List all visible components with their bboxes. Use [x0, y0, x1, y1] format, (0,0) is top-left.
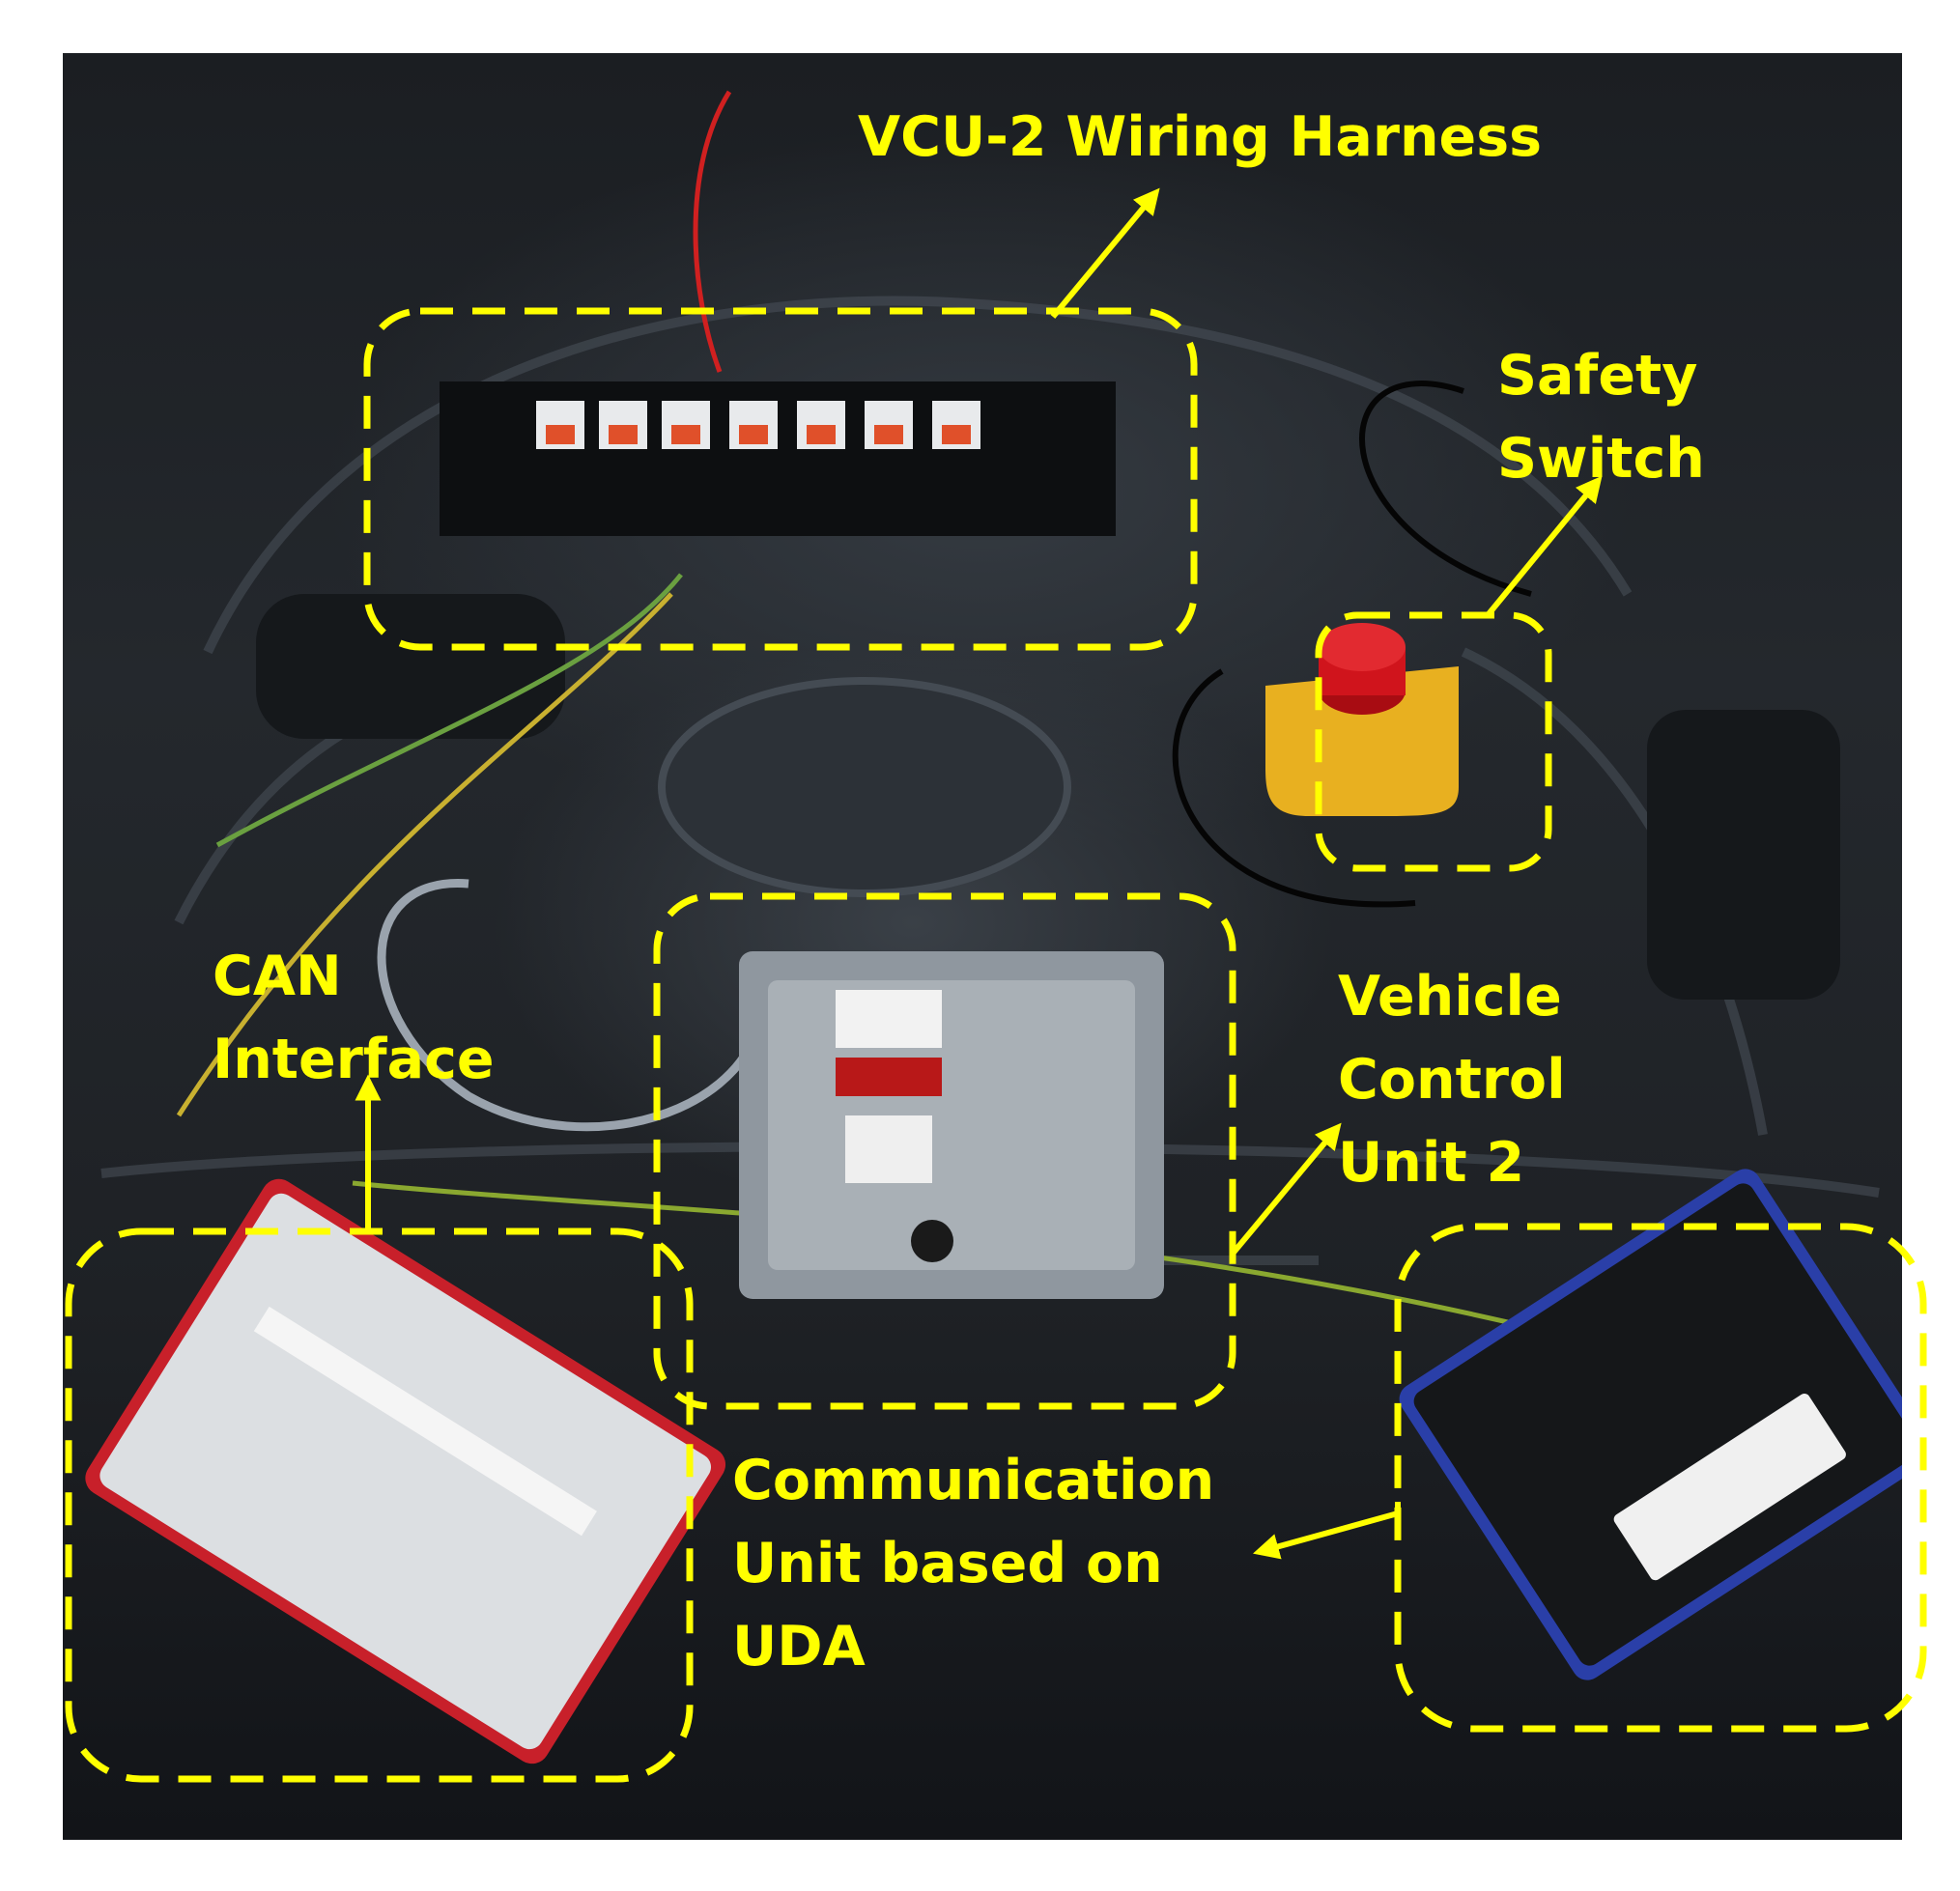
- harness-highlight-box: [363, 307, 1198, 651]
- vehicle-trunk-photo: [63, 53, 1902, 1840]
- uda-device: [1399, 1169, 1902, 1680]
- label-can-interface: CAN Interface: [213, 945, 495, 1091]
- comm-unit-arrow: [1252, 1502, 1401, 1560]
- photo-illustration: [85, 90, 1902, 1764]
- foam-pad-left: [256, 594, 565, 739]
- label-comm-unit: Communication Unit based on UDA: [732, 1449, 1215, 1679]
- foam-pad-right: [1647, 710, 1840, 1000]
- spare-wheel-hub: [658, 677, 1071, 897]
- uda-highlight-box: [1394, 1223, 1927, 1733]
- vcu-highlight-box: [653, 892, 1236, 1410]
- vcu-arrow: [1230, 1122, 1342, 1256]
- vcu-unit-casing: [739, 951, 1164, 1299]
- harness-arrow: [1050, 187, 1160, 319]
- safety-switch-arrow: [1485, 475, 1603, 617]
- safety-switch-device: [1265, 623, 1459, 816]
- can-interface-device: [85, 1178, 726, 1764]
- can-interface-highlight-box: [65, 1228, 694, 1783]
- relay-harness-block: [440, 381, 1116, 536]
- label-safety-switch: Safety Switch: [1497, 344, 1705, 491]
- label-vcu-harness: VCU-2 Wiring Harness: [858, 105, 1543, 169]
- label-vcu2: Vehicle Control Unit 2: [1338, 965, 1566, 1195]
- safety-switch-highlight-box: [1315, 611, 1552, 872]
